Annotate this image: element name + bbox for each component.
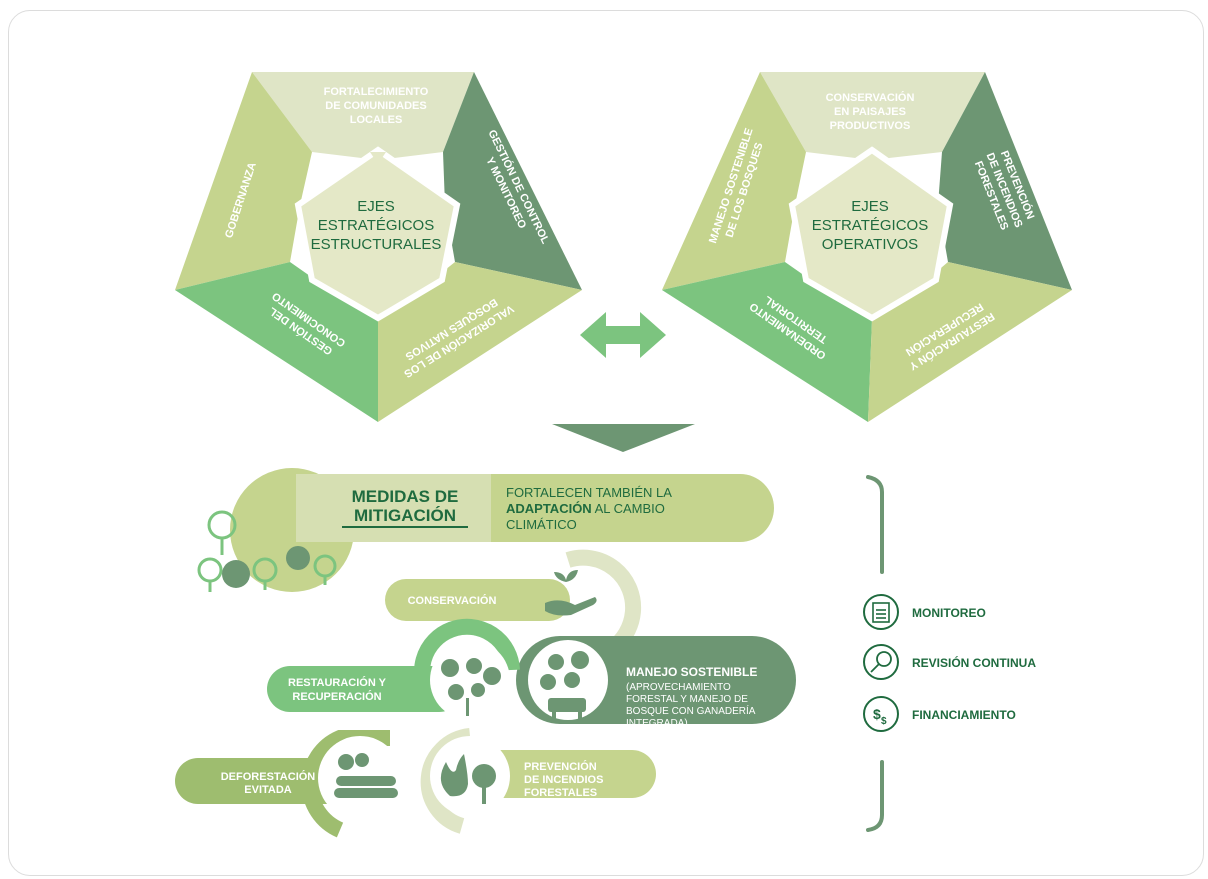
manejo-title: MANEJO SOSTENIBLE [626,665,757,679]
segment-bottom-left [175,262,378,422]
hand-plant-icon [545,570,597,616]
segment-top [760,72,985,160]
subtitle-3: CLIMÁTICO [506,517,577,532]
right-pentagon: CONSERVACIÓN EN PAISAJES PRODUCTIVOS PRE… [662,72,1072,422]
side-label-monitoreo: MONITOREO [912,606,986,620]
deforestacion-label-1: DEFORESTACIÓN [221,770,316,783]
clipboard-icon [872,602,890,623]
subtitle-bold: ADAPTACIÓN [506,501,592,516]
top-label-1: CONSERVACIÓN [826,91,915,104]
segment-left [175,72,312,290]
measure-prevencion: PREVENCIÓN DE INCENDIOS FORESTALES [420,728,656,834]
manejo-detail-3: BOSQUE CON GANADERÍA [626,704,756,717]
arrow-notch [370,152,386,164]
segment-left [662,72,806,290]
tree-filled-icon [222,560,250,588]
measure-restauracion: RESTAURACIÓN Y RECUPERACIÓN [267,618,520,720]
log-pile-icon [334,753,398,798]
dollar-icon: $ [873,706,881,722]
subtitle-rest: AL CAMBIO [592,501,665,516]
manejo-detail-1: (APROVECHAMIENTO [626,682,731,693]
center-label-2: ESTRATÉGICOS [812,217,928,234]
trees-icon [197,510,337,592]
mitigation-title-1: MEDIDAS DE [352,487,459,506]
center-label-2: ESTRATÉGICOS [318,217,434,234]
center-pentagon [294,146,461,322]
left-pentagon: FORTALECIMIENTO DE COMUNIDADES LOCALES G… [175,72,582,422]
double-arrow-icon [580,312,666,358]
title-box [296,474,491,542]
fire-tree-icon [440,754,496,804]
tree-filled-icon [286,546,310,570]
side-bracket [866,475,884,832]
prevencion-label-3: FORESTALES [524,787,597,799]
side-label-revision: REVISIÓN CONTINUA [912,655,1036,670]
center-pentagon [788,146,954,322]
down-arrow-icon [552,424,695,452]
dollar-icon-small: $ [881,716,887,727]
top-label-2: EN PAISAJES [834,106,906,118]
center-label-3: OPERATIVOS [822,236,918,253]
restauracion-label-2: RECUPERACIÓN [292,690,381,703]
manejo-detail-2: FORESTAL Y MANEJO DE [626,694,748,705]
prevencion-label-2: DE INCENDIOS [524,774,603,786]
measure-deforestacion: DEFORESTACIÓN EVITADA [175,730,402,838]
segment-bottom-right [868,262,1072,422]
mitigation-title-2: MITIGACIÓN [354,506,456,525]
segment-right [443,72,582,290]
manejo-detail-4: INTEGRADA) [626,718,688,729]
side-item-financiamiento: $ $ FINANCIAMIENTO [863,696,1016,732]
side-label-financiamiento: FINANCIAMIENTO [912,708,1016,722]
prevencion-label-1: PREVENCIÓN [524,760,597,773]
top-label-1: FORTALECIMIENTO [324,86,429,98]
measure-manejo: MANEJO SOSTENIBLE (APROVECHAMIENTO FORES… [516,636,796,729]
conservacion-label: CONSERVACIÓN [408,594,497,607]
segment-right [938,72,1072,290]
segment-bottom-right [378,262,582,422]
title-underline [342,526,468,528]
side-item-monitoreo: MONITOREO [863,594,986,630]
restauracion-label-1: RESTAURACIÓN Y [288,676,387,689]
seedling-trees-icon [441,658,501,716]
center-label-3: ESTRUCTURALES [311,236,442,253]
top-label-2: DE COMUNIDADES [325,100,426,112]
segment-top [252,72,474,160]
side-item-revision: REVISIÓN CONTINUA [863,644,1036,680]
magnifier-chart-icon [870,651,892,673]
subtitle-1: FORTALECEN TAMBIÉN LA [506,485,672,500]
top-label-3: LOCALES [350,114,403,126]
segment-bottom-left [662,262,872,422]
subtitle-2: ADAPTACIÓN AL CAMBIO [506,501,665,516]
top-label-3: PRODUCTIVOS [830,120,911,132]
deforestacion-label-2: EVITADA [244,784,292,796]
cow-trees-icon [540,651,589,720]
center-label-1: EJES [851,198,889,215]
mitigation-banner: MEDIDAS DE MITIGACIÓN FORTALECEN TAMBIÉN… [197,468,774,592]
center-label-1: EJES [357,198,395,215]
